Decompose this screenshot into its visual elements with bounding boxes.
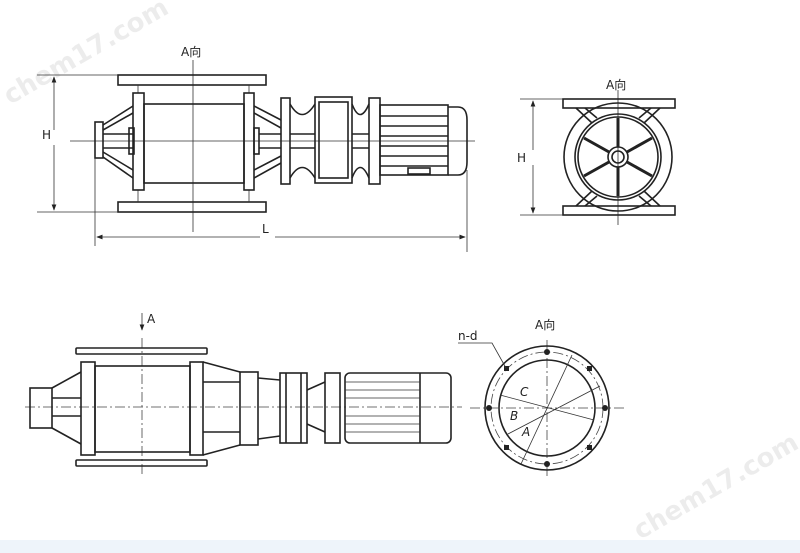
flange-view: A向 n-d C B A: [458, 317, 625, 478]
watermark-top: chem17.com: [0, 0, 174, 111]
direction-arrow-label: A: [147, 312, 156, 326]
end-view-height-label: H: [517, 151, 526, 165]
flange-view-label: A向: [535, 317, 555, 332]
plan-view: A: [25, 312, 462, 476]
end-view-label: A向: [606, 77, 626, 92]
bottom-strip: [0, 540, 800, 553]
height-dimension-label: H: [42, 128, 51, 142]
bolt-hole-label: n-d: [458, 329, 478, 343]
diameter-b-label: B: [510, 409, 518, 423]
diameter-a-label: A: [521, 425, 530, 439]
end-view: A向 H: [517, 77, 676, 225]
length-dimension-label: L: [262, 222, 269, 236]
diameter-c-label: C: [520, 385, 529, 399]
side-view-label: A向: [181, 44, 201, 59]
side-view: A向 H L: [37, 44, 475, 252]
watermark-bottom: chem17.com: [629, 428, 800, 547]
